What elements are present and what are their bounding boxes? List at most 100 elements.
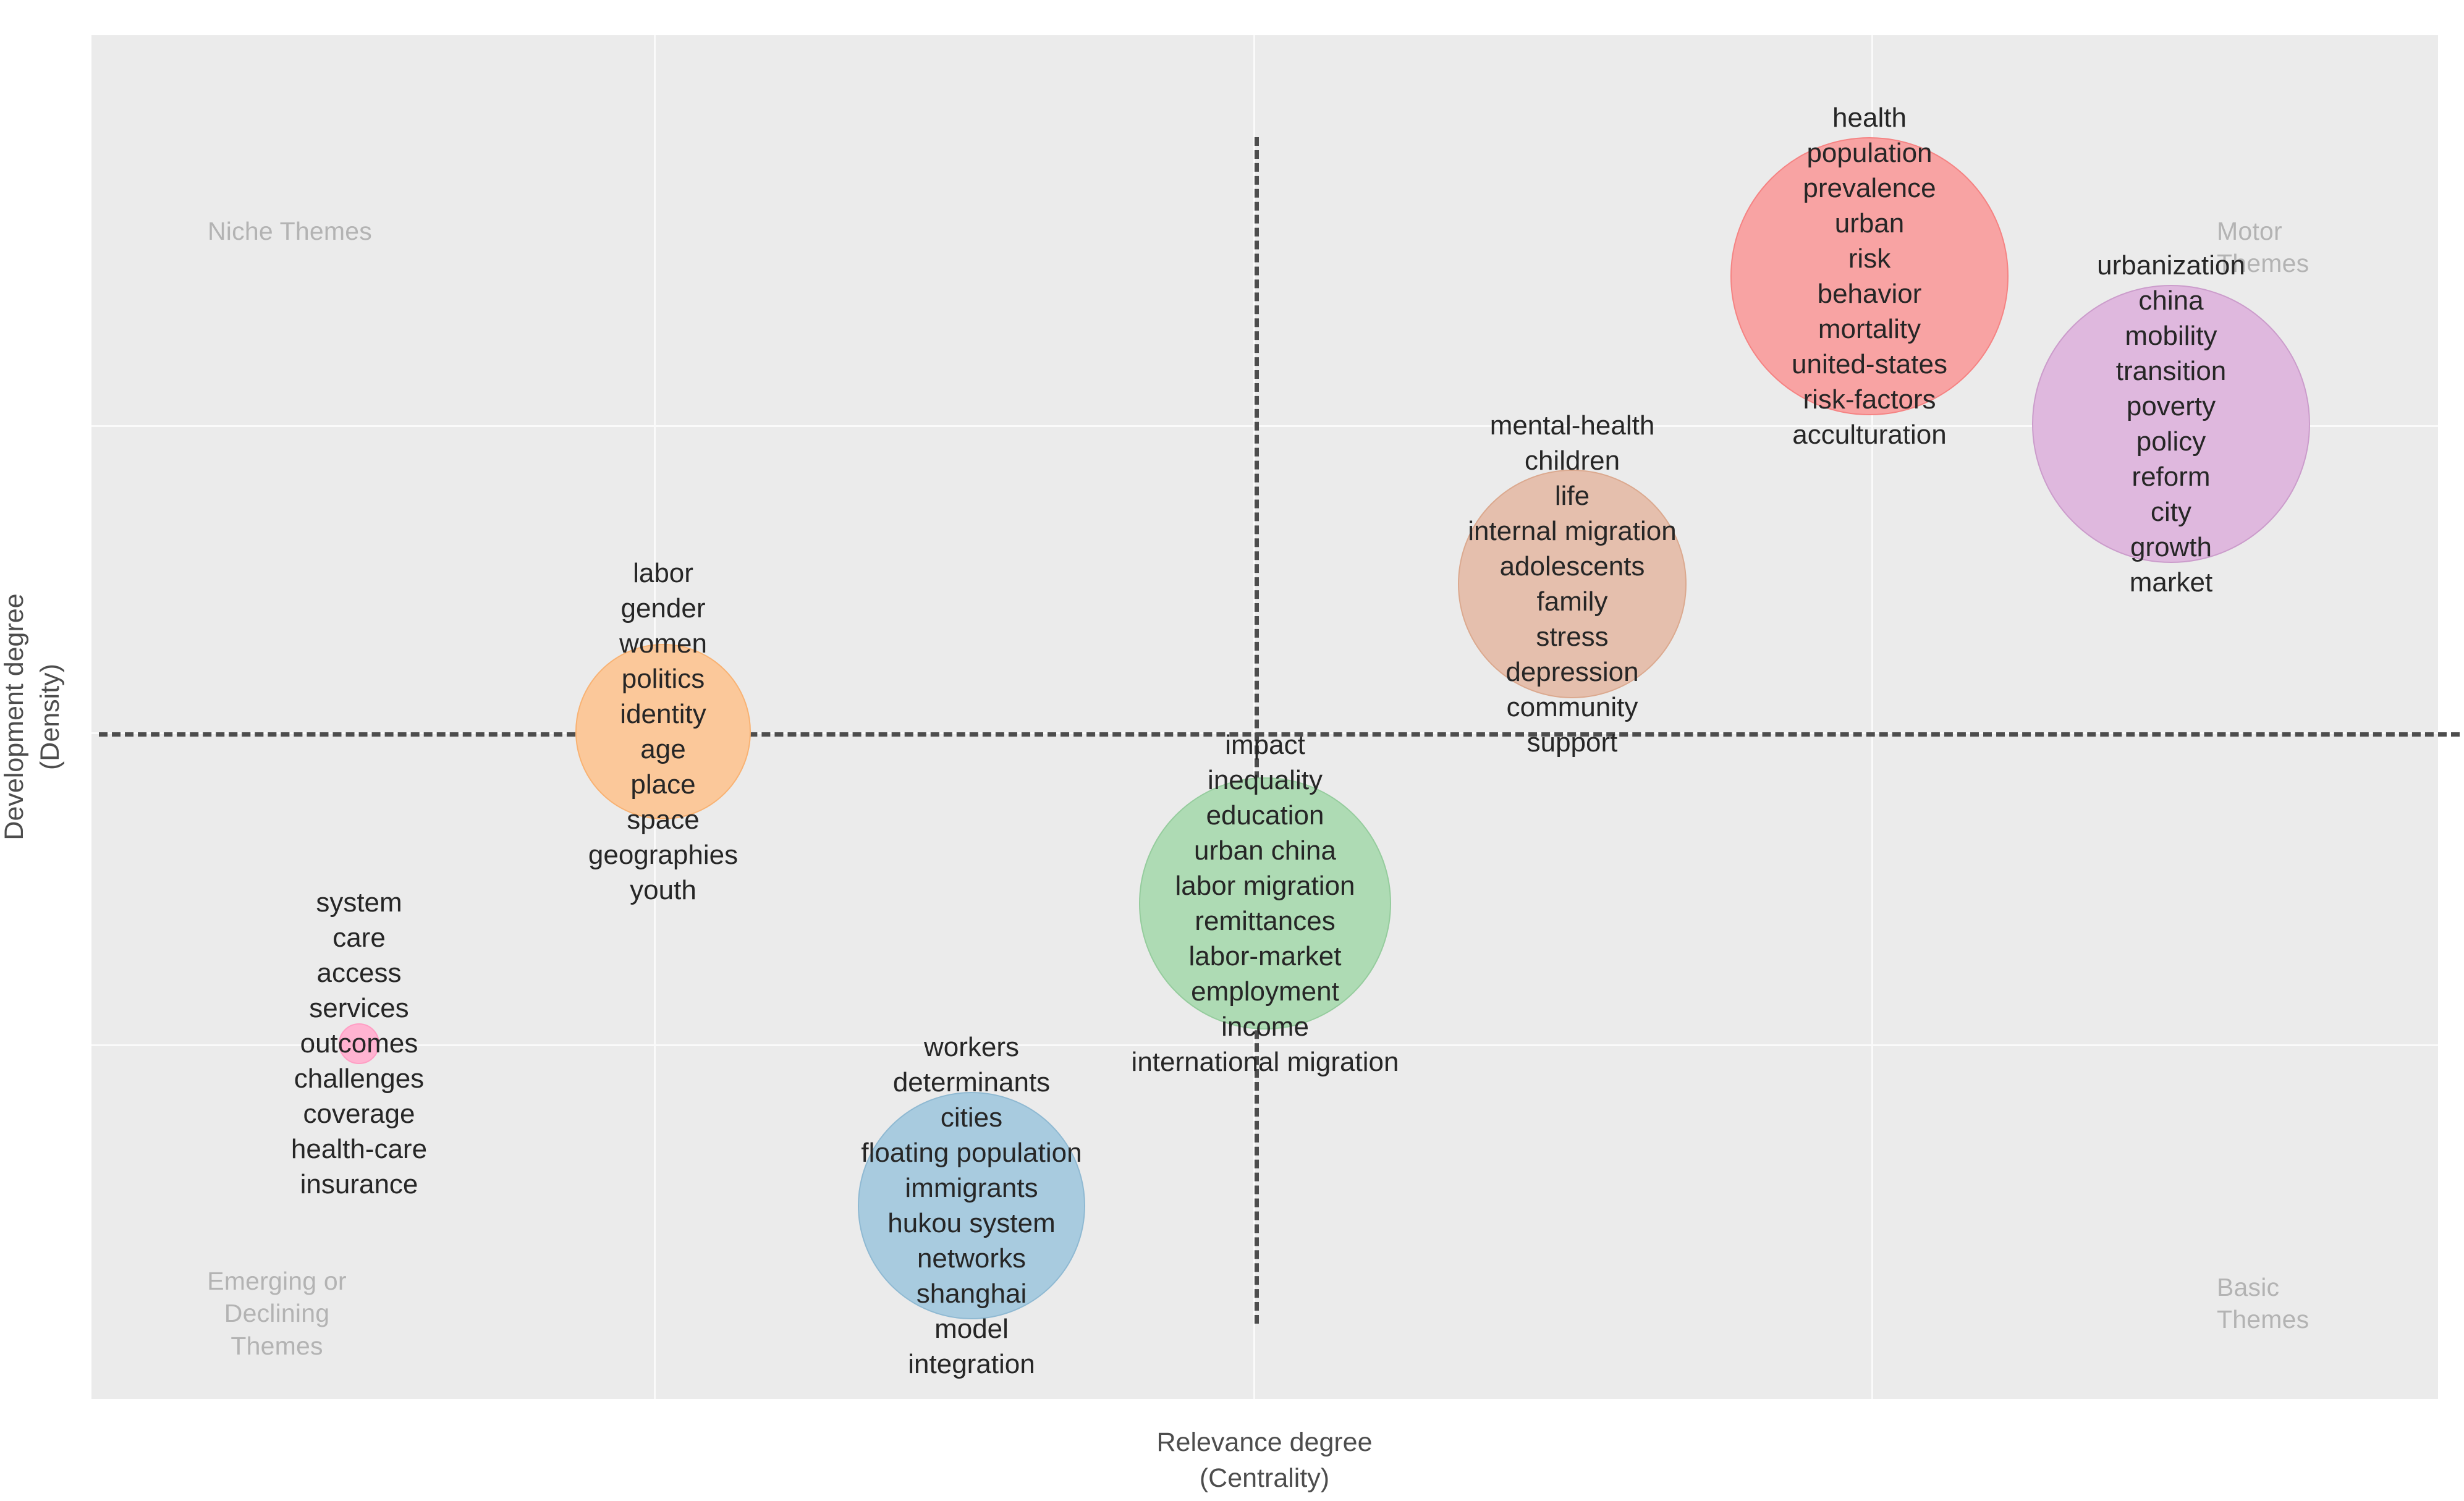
- quadrant-label-emerging-declining-themes: Emerging or Declining Themes: [207, 1267, 347, 1360]
- gridline-horizontal: [91, 425, 2438, 427]
- cluster-term: acculturation: [1792, 419, 1947, 450]
- cluster-term: space: [627, 804, 700, 835]
- cluster-term: model: [934, 1313, 1009, 1344]
- cluster-term: integration: [908, 1348, 1035, 1379]
- cluster-term: city: [2150, 496, 2191, 527]
- cluster-bubble: [575, 644, 751, 819]
- cluster-term-list: urbanization china mobility transition pover…: [2097, 248, 2245, 600]
- cluster-term: stress: [1536, 621, 1609, 652]
- cluster-urbanization-china[interactable]: urbanization china mobility transition pover…: [2032, 250, 2310, 598]
- plot-area: Niche Themes Motor Themes Emerging or De…: [91, 35, 2438, 1399]
- cluster-bubble: [339, 1023, 379, 1064]
- cluster-impact-inequality[interactable]: impact inequality education urban china labo…: [1132, 730, 1399, 1077]
- cluster-term: impact: [1225, 729, 1305, 760]
- cluster-term: networks: [917, 1243, 1027, 1274]
- cluster-term: risk: [1848, 243, 1891, 274]
- cluster-term: urban china: [1194, 835, 1336, 866]
- cluster-mental-health-children[interactable]: mental-health children life internal migrat…: [1458, 410, 1687, 758]
- cluster-term: health-care: [290, 1134, 428, 1165]
- cluster-term: united-states: [1792, 349, 1947, 379]
- cluster-term: women: [619, 628, 707, 659]
- cluster-term: risk-factors: [1803, 384, 1936, 415]
- cluster-term: geographies: [588, 839, 739, 870]
- cluster-term: system: [316, 887, 402, 918]
- cluster-term: inequality: [1208, 764, 1323, 795]
- gridline-vertical: [1871, 35, 1873, 1399]
- cluster-term: age: [640, 734, 686, 764]
- cluster-term: policy: [2136, 426, 2206, 457]
- cluster-term: mental-health: [1489, 410, 1655, 441]
- cluster-term: immigrants: [905, 1172, 1038, 1203]
- cluster-labor-gender[interactable]: labor gender women politics identity age place…: [575, 558, 751, 905]
- cluster-term: china: [2138, 285, 2204, 316]
- cluster-term: population: [1806, 137, 1933, 168]
- cluster-term: services: [309, 993, 409, 1024]
- cluster-term: labor migration: [1175, 870, 1355, 901]
- cluster-bubble: [1730, 137, 2009, 415]
- cluster-term: floating population: [861, 1137, 1082, 1168]
- cluster-term: hukou system: [887, 1207, 1056, 1238]
- gridline-horizontal: [91, 1044, 2438, 1046]
- cluster-term: remittances: [1195, 905, 1336, 936]
- x-axis-title: Relevance degree (Centrality): [1156, 1427, 1373, 1494]
- cluster-term: international migration: [1131, 1046, 1399, 1077]
- cluster-term: support: [1526, 727, 1618, 758]
- cluster-term: labor-market: [1188, 941, 1342, 971]
- cluster-term: urbanization: [2097, 250, 2245, 281]
- cluster-term: urban: [1834, 208, 1905, 239]
- cluster-term: labor: [633, 557, 693, 588]
- cluster-term-list: workers determinants cities floating popula…: [861, 1030, 1082, 1382]
- cluster-bubble: [858, 1092, 1085, 1319]
- cluster-term: market: [2129, 567, 2213, 598]
- cluster-term: transition: [2115, 355, 2227, 386]
- cluster-bubble: [1458, 470, 1687, 698]
- quadrant-label-motor-themes: Motor Themes: [2217, 217, 2309, 278]
- cluster-term: family: [1536, 586, 1608, 617]
- cluster-term: shanghai: [916, 1278, 1027, 1309]
- cluster-term: prevalence: [1803, 172, 1936, 203]
- cluster-term: employment: [1191, 976, 1339, 1007]
- cluster-term: life: [1554, 480, 1590, 511]
- quadrant-label-niche-themes: Niche Themes: [208, 217, 372, 245]
- cluster-term: reform: [2132, 461, 2211, 492]
- cluster-term: insurance: [300, 1169, 418, 1200]
- cluster-term: challenges: [294, 1063, 425, 1094]
- cluster-term: income: [1221, 1011, 1309, 1042]
- cluster-term: determinants: [892, 1067, 1051, 1097]
- cluster-term: youth: [630, 874, 696, 905]
- cluster-term-list: labor gender women politics identity age place…: [588, 556, 738, 908]
- cluster-term: coverage: [303, 1099, 415, 1130]
- horizontal-divider-dashed: [99, 732, 2460, 737]
- cluster-bubble: [2032, 285, 2310, 563]
- cluster-term: depression: [1505, 656, 1639, 687]
- cluster-term-list: mental-health children life internal migrat…: [1468, 408, 1677, 760]
- cluster-workers-determinants[interactable]: workers determinants cities floating popula…: [858, 1032, 1085, 1379]
- gridline-vertical: [1253, 35, 1255, 1399]
- cluster-term: outcomes: [300, 1028, 418, 1059]
- cluster-term: internal migration: [1468, 515, 1677, 546]
- cluster-term: place: [630, 769, 696, 800]
- cluster-term-list: impact inequality education urban china labo…: [1132, 727, 1399, 1080]
- cluster-term: adolescents: [1499, 551, 1645, 581]
- cluster-term: education: [1206, 800, 1324, 831]
- cluster-bubble: [1139, 777, 1391, 1030]
- cluster-term: children: [1524, 445, 1620, 476]
- cluster-term: workers: [923, 1031, 1020, 1062]
- vertical-divider-dashed: [1255, 137, 1259, 1324]
- cluster-term: community: [1506, 691, 1638, 722]
- cluster-term: access: [316, 958, 402, 989]
- cluster-term: poverty: [2126, 391, 2216, 421]
- cluster-term: mobility: [2125, 320, 2217, 351]
- cluster-term: health: [1832, 102, 1907, 133]
- cluster-term: politics: [621, 663, 705, 694]
- cluster-term: cities: [940, 1102, 1003, 1133]
- cluster-term: growth: [2130, 531, 2212, 562]
- cluster-term: mortality: [1818, 313, 1921, 344]
- cluster-term: gender: [620, 593, 706, 624]
- cluster-term: identity: [620, 698, 706, 729]
